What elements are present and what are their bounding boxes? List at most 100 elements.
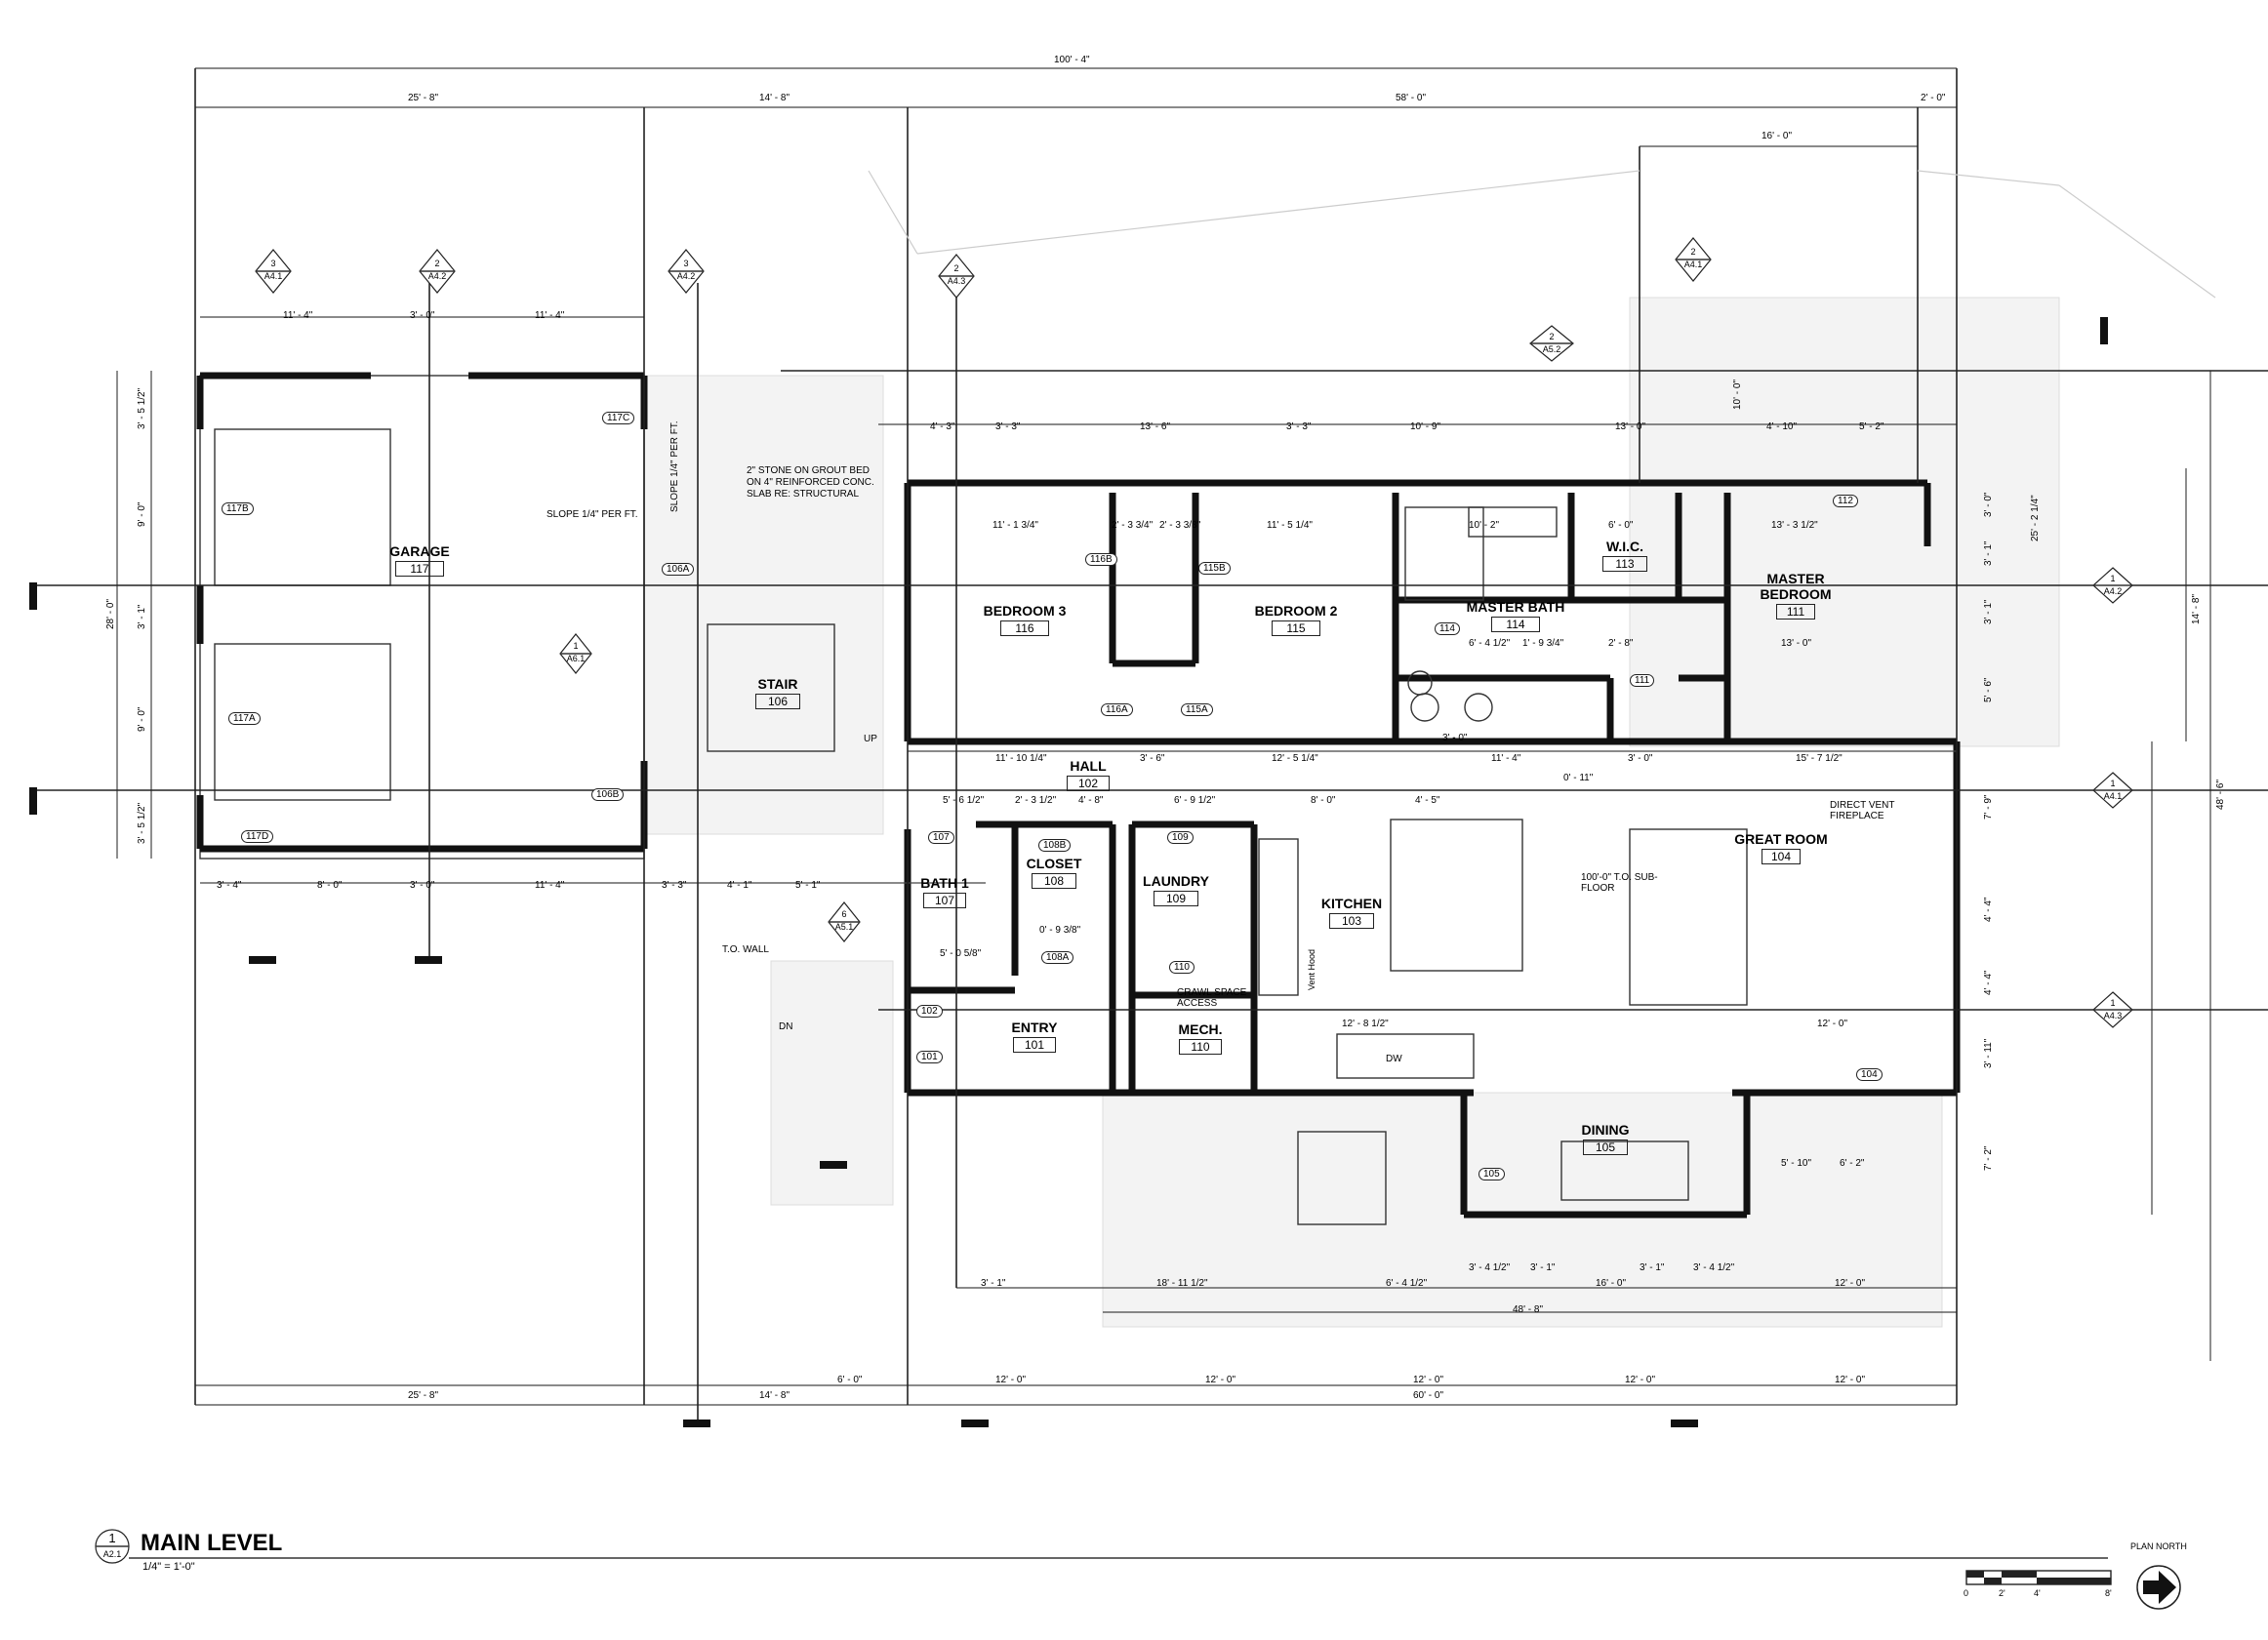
dim-top: 14' - 8" — [759, 93, 790, 103]
dim-lower: 6' - 9 1/2" — [1174, 795, 1216, 806]
door-tag: 104 — [1856, 1068, 1883, 1081]
room-number: 109 — [1154, 891, 1198, 906]
door-tag: 106B — [591, 788, 625, 801]
dim-garage-top: 11' - 4" — [535, 310, 565, 321]
room-name: HALL — [1070, 758, 1107, 774]
dim-overall: 100' - 4" — [1054, 55, 1090, 65]
dim-deck: 18' - 11 1/2" — [1156, 1278, 1208, 1289]
dim-right: 3' - 11" — [1983, 1038, 1994, 1068]
dim-top: 25' - 8" — [408, 93, 439, 103]
dim-left: 9' - 0" — [137, 501, 147, 527]
dim-deck: 3' - 1" — [981, 1278, 1006, 1289]
dim-lower: 5' - 10" — [1781, 1158, 1812, 1169]
room-bedroom-2: BEDROOM 2 115 — [1247, 603, 1345, 638]
dim-lower: 5' - 6 1/2" — [943, 795, 985, 806]
dim-right: 3' - 1" — [1983, 599, 1994, 624]
note-subfloor: 100'-0" T.O. SUB-FLOOR — [1581, 872, 1658, 894]
dim-interior: 6' - 0" — [1608, 520, 1634, 531]
room-entry: ENTRY 101 — [1005, 1020, 1064, 1055]
dim-deck: 12' - 0" — [1835, 1278, 1866, 1289]
note-to-wall: T.O. WALL — [722, 944, 769, 955]
drawing-title: MAIN LEVEL — [141, 1530, 283, 1556]
room-name: LAUNDRY — [1143, 873, 1209, 889]
dim-deck: 6' - 4 1/2" — [1386, 1278, 1428, 1289]
dim-lower: 12' - 8 1/2" — [1342, 1019, 1389, 1029]
dim-interior: 3' - 0" — [1628, 753, 1653, 764]
room-name: CLOSET — [1026, 856, 1082, 871]
room-name: MASTER BATH — [1466, 599, 1565, 615]
dim-lower: 0' - 9 3/8" — [1039, 925, 1081, 936]
dim-interior: 6' - 4 1/2" — [1469, 638, 1511, 649]
dim-interior: 11' - 4" — [1491, 753, 1521, 764]
room-number: 105 — [1583, 1140, 1628, 1155]
room-great-room: GREAT ROOM 104 — [1732, 831, 1830, 866]
north-label: PLAN NORTH — [2130, 1541, 2187, 1551]
dim-lower: 8' - 0" — [1311, 795, 1336, 806]
scale-label: 2' — [1999, 1588, 2005, 1598]
dim-interior: 0' - 11" — [1563, 773, 1594, 783]
dim-interior: 12' - 5 1/4" — [1272, 753, 1318, 764]
dim-garage-bottom: 3' - 4" — [217, 880, 242, 891]
room-dining: DINING 105 — [1571, 1122, 1640, 1157]
dim-garage-bottom: 3' - 0" — [410, 880, 435, 891]
dim-bed-row: 5' - 2" — [1859, 421, 1884, 432]
dim-bottom: 6' - 0" — [837, 1375, 863, 1385]
room-number: 106 — [755, 694, 800, 709]
room-closet: CLOSET 108 — [1020, 856, 1088, 891]
dim-interior: 2' - 8" — [1608, 638, 1634, 649]
door-tag: 108A — [1041, 951, 1074, 964]
room-name: BATH 1 — [920, 875, 969, 891]
note-fireplace: DIRECT VENT FIREPLACE — [1830, 800, 1895, 821]
dim-interior: 1' - 9 3/4" — [1522, 638, 1564, 649]
dim-deck: 48' - 8" — [1513, 1304, 1544, 1315]
dim-interior: 15' - 7 1/2" — [1796, 753, 1843, 764]
door-tag: 115A — [1181, 703, 1213, 716]
dim-deck: 3' - 4 1/2" — [1469, 1262, 1511, 1273]
room-name: BEDROOM 3 — [983, 603, 1067, 619]
dim-deck: 3' - 1" — [1530, 1262, 1556, 1273]
dim-deck: 3' - 4 1/2" — [1693, 1262, 1735, 1273]
scale-label: 8' — [2105, 1588, 2112, 1598]
dim-garage-bottom: 5' - 1" — [795, 880, 821, 891]
room-number: 107 — [923, 893, 966, 908]
note-dn: DN — [779, 1021, 793, 1032]
room-number: 114 — [1491, 617, 1540, 632]
door-tag: 114 — [1435, 622, 1460, 635]
section-bars — [29, 317, 2108, 1427]
dim-interior: 11' - 5 1/4" — [1267, 520, 1313, 531]
dim-garage-bottom: 11' - 4" — [535, 880, 565, 891]
dim-interior: 10' - 2" — [1469, 520, 1500, 531]
note-dw: DW — [1386, 1054, 1402, 1064]
room-number: 110 — [1179, 1039, 1222, 1055]
dim-interior: 2' - 3 3/4" — [1112, 520, 1154, 531]
door-tag: 101 — [916, 1051, 943, 1063]
dim-deck: 16' - 0" — [1596, 1278, 1627, 1289]
door-tag: 117C — [602, 412, 635, 424]
room-name: GREAT ROOM — [1734, 831, 1828, 847]
dim-garage-bottom: 4' - 1" — [727, 880, 752, 891]
room-laundry: LAUNDRY 109 — [1142, 873, 1210, 908]
room-master-bedroom: MASTER BEDROOM 111 — [1747, 571, 1844, 621]
dim-bed-row: 13' - 6" — [1140, 421, 1171, 432]
room-number: 117 — [395, 561, 444, 577]
dim-right: 14' - 8" — [2191, 593, 2202, 624]
room-name: STAIR — [757, 676, 798, 692]
dim-bed-row: 3' - 3" — [995, 421, 1021, 432]
dim-interior: 11' - 1 3/4" — [992, 520, 1038, 531]
room-kitchen: KITCHEN 103 — [1317, 896, 1386, 931]
dim-right: 5' - 6" — [1983, 677, 1994, 702]
dim-left: 3' - 5 1/2" — [137, 802, 147, 844]
dim-interior: 13' - 0" — [1781, 638, 1812, 649]
dim-interior: 3' - 0" — [1442, 733, 1468, 743]
dim-bottom: 25' - 8" — [408, 1390, 439, 1401]
